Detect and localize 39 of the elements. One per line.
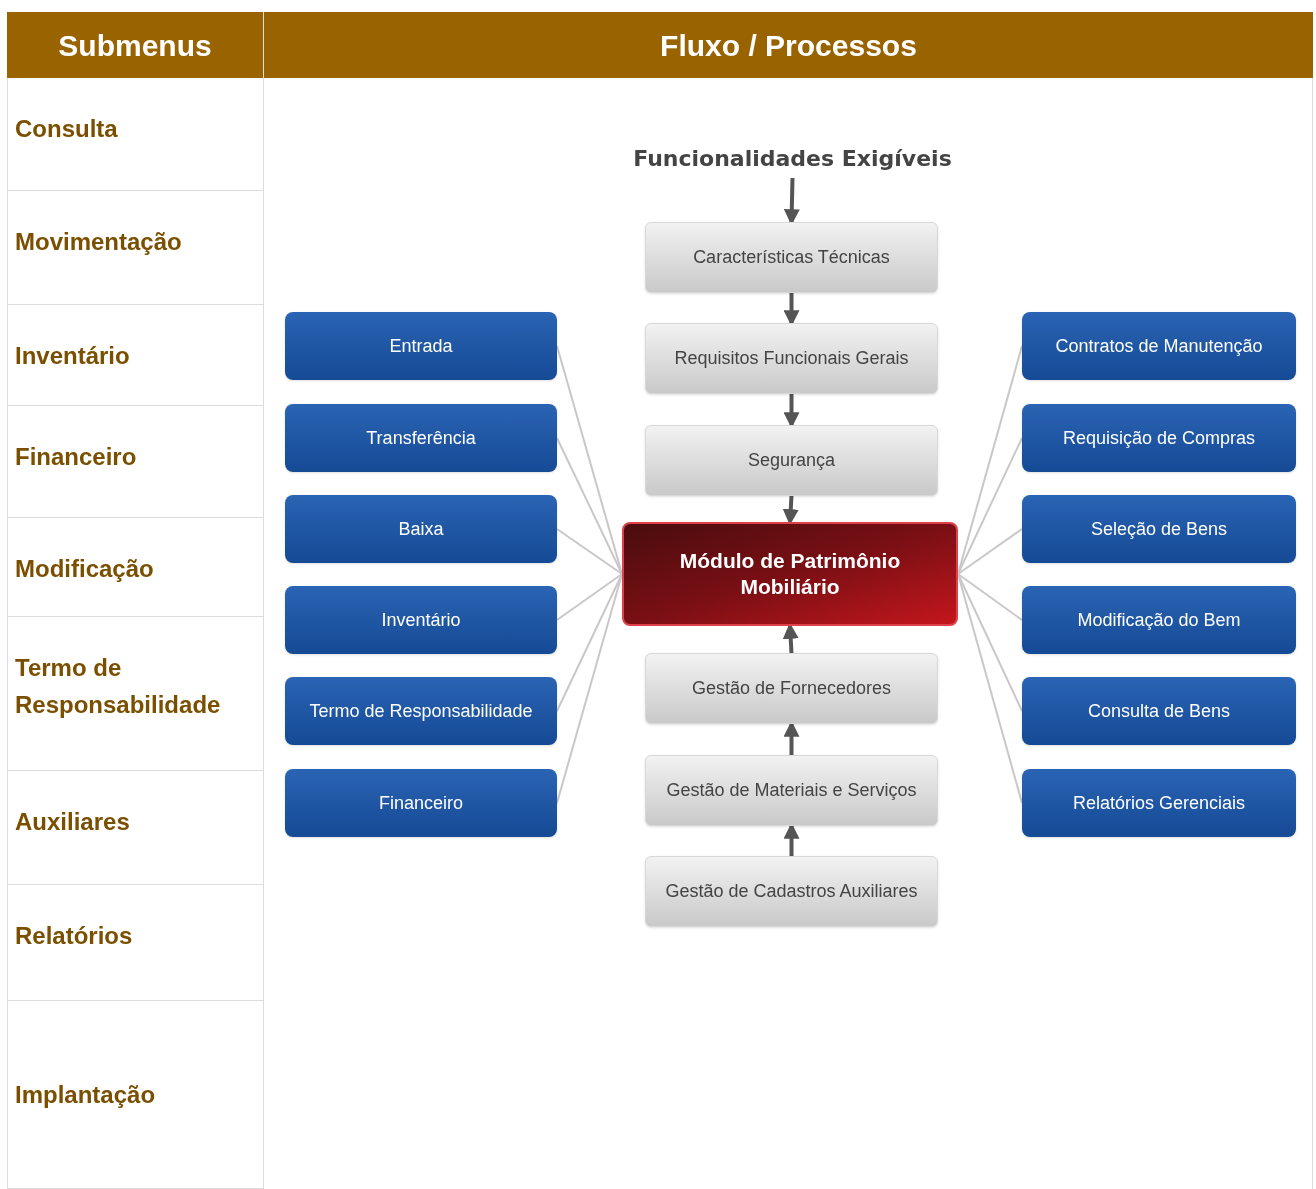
submenu-label: Relatórios: [15, 921, 133, 951]
column-header: Fluxo / Processos: [660, 27, 917, 64]
submenu-label: Auxiliares: [15, 807, 130, 837]
process-box: Características Técnicas: [645, 222, 938, 293]
submenu-box: Requisição de Compras: [1022, 404, 1296, 472]
submenu-box: Termo de Responsabilidade: [285, 677, 557, 745]
submenu-box: Modificação do Bem: [1022, 586, 1296, 654]
submenu-box: Baixa: [285, 495, 557, 563]
process-box: Requisitos Funcionais Gerais: [645, 323, 938, 394]
submenu-box: Transferência: [285, 404, 557, 472]
submenu-label: Modificação: [15, 554, 154, 584]
connector-line: [957, 437, 1023, 575]
submenu-box: Consulta de Bens: [1022, 677, 1296, 745]
heading-text: Funcionalidades Exigíveis: [600, 140, 985, 178]
submenu-label: Implantação: [15, 1080, 156, 1110]
process-box: Gestão de Fornecedores: [645, 653, 938, 724]
process-box: Gestão de Cadastros Auxiliares: [645, 856, 938, 927]
submenu-label: Financeiro: [15, 442, 137, 472]
submenu-box: Entrada: [285, 312, 557, 380]
submenu-box: Contratos de Manutenção: [1022, 312, 1296, 380]
connector-line: [556, 437, 623, 575]
submenu-box: Financeiro: [285, 769, 557, 837]
connector-line: [556, 573, 623, 712]
column-header: Submenus: [58, 27, 212, 64]
connector-line: [556, 573, 623, 621]
connector-line: [957, 573, 1023, 621]
submenu-box: Inventário: [285, 586, 557, 654]
submenu-label: Termo de Responsabilidade: [15, 653, 222, 720]
connector-line: [556, 528, 623, 575]
submenu-label: Inventário: [15, 341, 130, 371]
process-box: Gestão de Materiais e Serviços: [645, 755, 938, 826]
connector-line: [957, 528, 1023, 575]
submenu-box: Relatórios Gerenciais: [1022, 769, 1296, 837]
connector-line: [957, 573, 1023, 712]
submenu-label: Movimentação: [15, 227, 182, 257]
submenu-box: Seleção de Bens: [1022, 495, 1296, 563]
central-module-box: Módulo de Patrimônio Mobiliário: [622, 522, 958, 626]
submenu-label: Consulta: [15, 114, 118, 144]
process-box: Segurança: [645, 425, 938, 496]
